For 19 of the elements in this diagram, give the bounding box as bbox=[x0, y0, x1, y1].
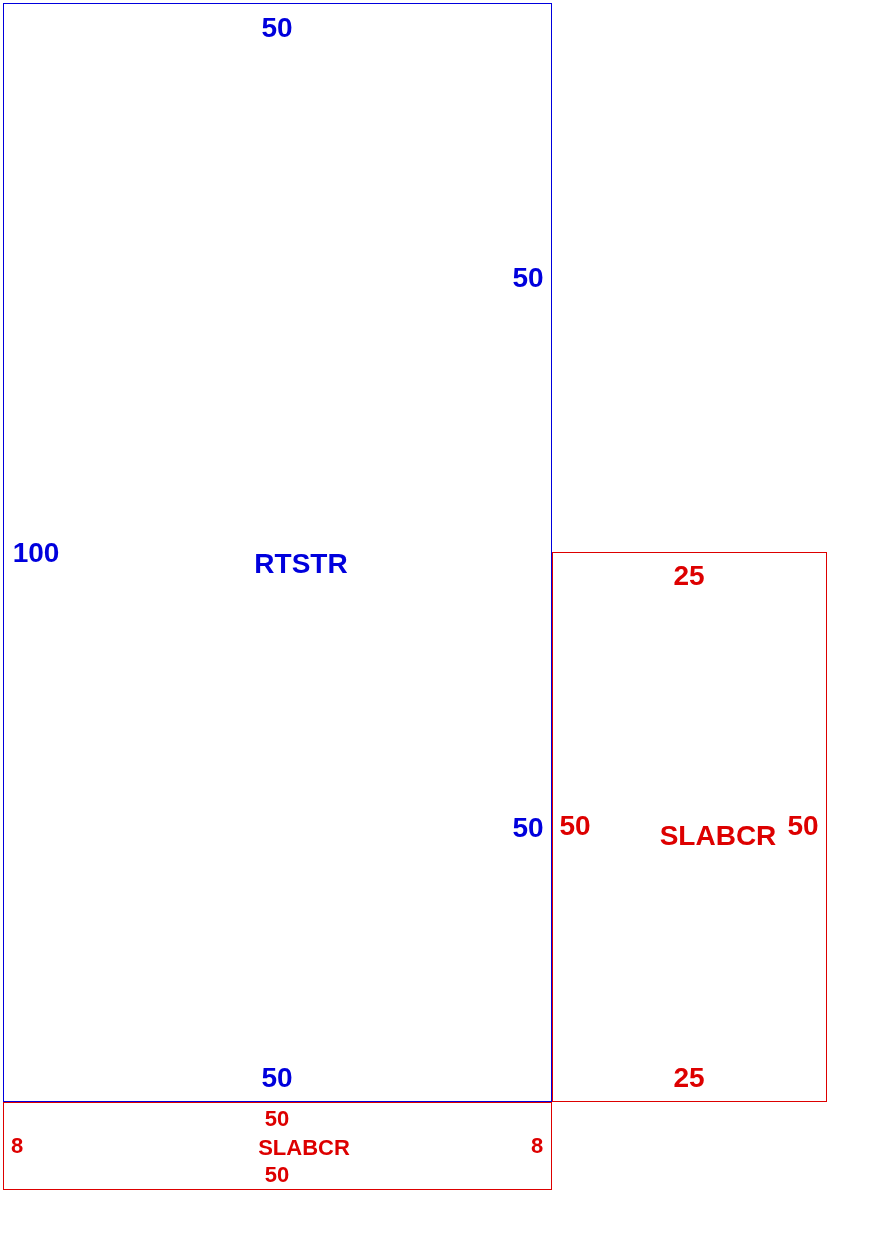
dimension-label: 25 bbox=[673, 562, 705, 590]
dimension-label: 50 bbox=[512, 814, 544, 842]
dimension-label: 8 bbox=[530, 1135, 544, 1157]
room-outline bbox=[3, 3, 552, 1102]
dimension-label: 25 bbox=[673, 1064, 705, 1092]
dimension-label: 8 bbox=[10, 1135, 24, 1157]
dimension-label: 50 bbox=[264, 1108, 290, 1130]
room-outline bbox=[3, 1102, 552, 1190]
dimension-label: 50 bbox=[264, 1164, 290, 1186]
dimension-label: 100 bbox=[12, 539, 60, 567]
room-label: RTSTR bbox=[254, 550, 348, 578]
room-outline bbox=[552, 552, 827, 1102]
dimension-label: 50 bbox=[787, 812, 819, 840]
room-label: SLABCR bbox=[258, 1137, 350, 1159]
dimension-label: 50 bbox=[261, 1064, 293, 1092]
dimension-label: 50 bbox=[512, 264, 544, 292]
dimension-label: 50 bbox=[261, 14, 293, 42]
room-label: SLABCR bbox=[659, 822, 777, 850]
dimension-label: 50 bbox=[559, 812, 591, 840]
